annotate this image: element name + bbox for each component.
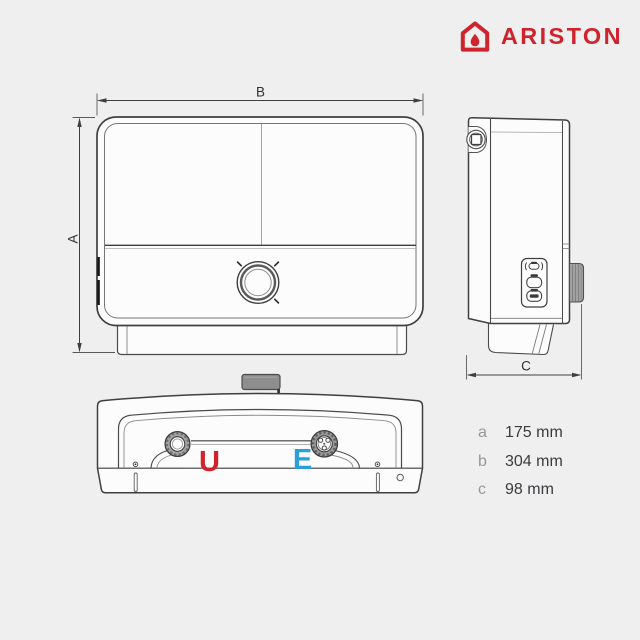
dimension-a: A (66, 117, 115, 353)
side-knob (568, 262, 585, 303)
legend-value: 304 mm (505, 452, 563, 470)
dim-label-b: B (256, 85, 265, 100)
bottom-view-drawing: U E (96, 373, 424, 494)
hydraulic-pipes (150, 440, 361, 469)
center-mark (277, 389, 280, 397)
legend-row-b: b 304 mm (478, 449, 563, 475)
ariston-house-icon (460, 21, 490, 52)
outlet-label-u: U (199, 446, 220, 478)
front-base (116, 317, 408, 356)
water-outlet-fitting (164, 430, 191, 458)
water-inlet-fitting (310, 429, 339, 458)
dimension-c: C (466, 304, 582, 380)
side-view-drawing: C (466, 116, 585, 380)
legend-row-a: a 175 mm (478, 420, 563, 446)
brand-name: ARISTON (500, 22, 623, 49)
dim-label-c: C (521, 359, 531, 374)
legend-row-c: c 98 mm (478, 477, 563, 503)
control-knob (236, 261, 280, 305)
front-body (96, 116, 424, 327)
legend-letter: c (478, 481, 486, 498)
bottom-body (96, 392, 424, 494)
dim-label-a: A (66, 234, 81, 243)
inlet-label-e: E (293, 444, 312, 476)
mounting-bracket (466, 126, 488, 153)
bottom-details (132, 461, 404, 492)
legend-letter: b (478, 452, 487, 470)
ariston-logo: ARISTON (460, 21, 623, 52)
dimensions-legend: a 175 mm b 304 mm c 98 mm (478, 420, 563, 506)
dimension-b: B (96, 85, 424, 116)
bottom-knob (241, 373, 281, 397)
legend-value: 175 mm (505, 424, 563, 441)
side-base (487, 323, 555, 356)
knob-tick-marks (236, 261, 280, 304)
legend-value: 98 mm (505, 481, 554, 498)
front-view-drawing: B A (66, 85, 424, 356)
connector-panel (520, 257, 548, 308)
legend-letter: a (478, 424, 487, 441)
